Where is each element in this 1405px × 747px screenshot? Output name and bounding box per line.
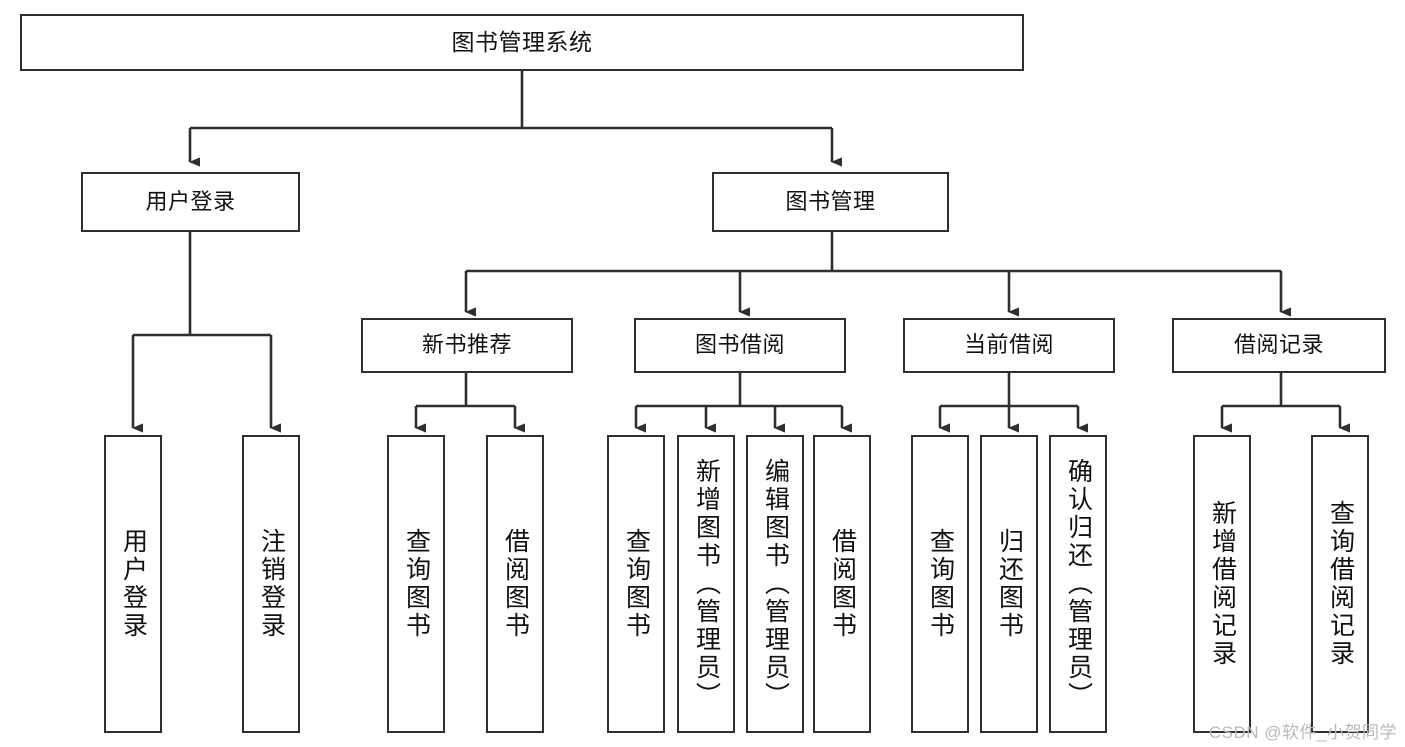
node-label: 新增图书（管理员） — [692, 458, 721, 710]
node-label: 当前借阅 — [963, 332, 1054, 358]
node-label: 新增借阅记录 — [1208, 500, 1237, 668]
leaf-edit-book-admin[interactable]: 编辑图书（管理员） — [746, 435, 804, 733]
node-user-login[interactable]: 用户登录 — [81, 172, 300, 232]
node-label: 借阅图书 — [501, 528, 530, 640]
node-label: 图书管理系统 — [451, 29, 593, 56]
leaf-query-borrow-record[interactable]: 查询借阅记录 — [1311, 435, 1369, 733]
leaf-logout[interactable]: 注销登录 — [242, 435, 300, 733]
node-label: 确认归还（管理员） — [1064, 458, 1093, 710]
leaf-query-book-borrow[interactable]: 查询图书 — [607, 435, 665, 733]
leaf-query-book-current[interactable]: 查询图书 — [911, 435, 969, 733]
node-label: 编辑图书（管理员） — [761, 458, 790, 710]
node-label: 查询图书 — [622, 528, 651, 640]
node-label: 新书推荐 — [421, 332, 512, 358]
leaf-borrow-book[interactable]: 借阅图书 — [813, 435, 871, 733]
node-label: 用户登录 — [119, 528, 148, 640]
leaf-return-book[interactable]: 归还图书 — [980, 435, 1038, 733]
node-label: 借阅图书 — [828, 528, 857, 640]
node-current-borrow[interactable]: 当前借阅 — [903, 318, 1115, 373]
node-book-borrow[interactable]: 图书借阅 — [634, 318, 846, 373]
node-label: 查询图书 — [402, 528, 431, 640]
node-label: 用户登录 — [145, 188, 236, 214]
node-label: 查询图书 — [926, 528, 955, 640]
leaf-query-book-recommend[interactable]: 查询图书 — [387, 435, 445, 733]
node-label: 注销登录 — [257, 528, 286, 640]
node-new-book-recommend[interactable]: 新书推荐 — [361, 318, 573, 373]
leaf-user-login[interactable]: 用户登录 — [104, 435, 162, 733]
node-book-management[interactable]: 图书管理 — [712, 172, 949, 232]
node-label: 图书借阅 — [694, 332, 785, 358]
node-label: 图书管理 — [785, 188, 876, 214]
leaf-borrow-book-recommend[interactable]: 借阅图书 — [486, 435, 544, 733]
leaf-add-book-admin[interactable]: 新增图书（管理员） — [677, 435, 735, 733]
node-label: 归还图书 — [995, 528, 1024, 640]
node-borrow-record[interactable]: 借阅记录 — [1172, 318, 1386, 373]
csdn-watermark: CSDN @软件_小贺同学 — [1208, 723, 1397, 742]
node-root-book-management-system[interactable]: 图书管理系统 — [20, 14, 1024, 71]
node-label: 借阅记录 — [1233, 332, 1324, 358]
leaf-add-borrow-record[interactable]: 新增借阅记录 — [1193, 435, 1251, 733]
node-label: 查询借阅记录 — [1326, 500, 1355, 668]
leaf-confirm-return-admin[interactable]: 确认归还（管理员） — [1049, 435, 1107, 733]
